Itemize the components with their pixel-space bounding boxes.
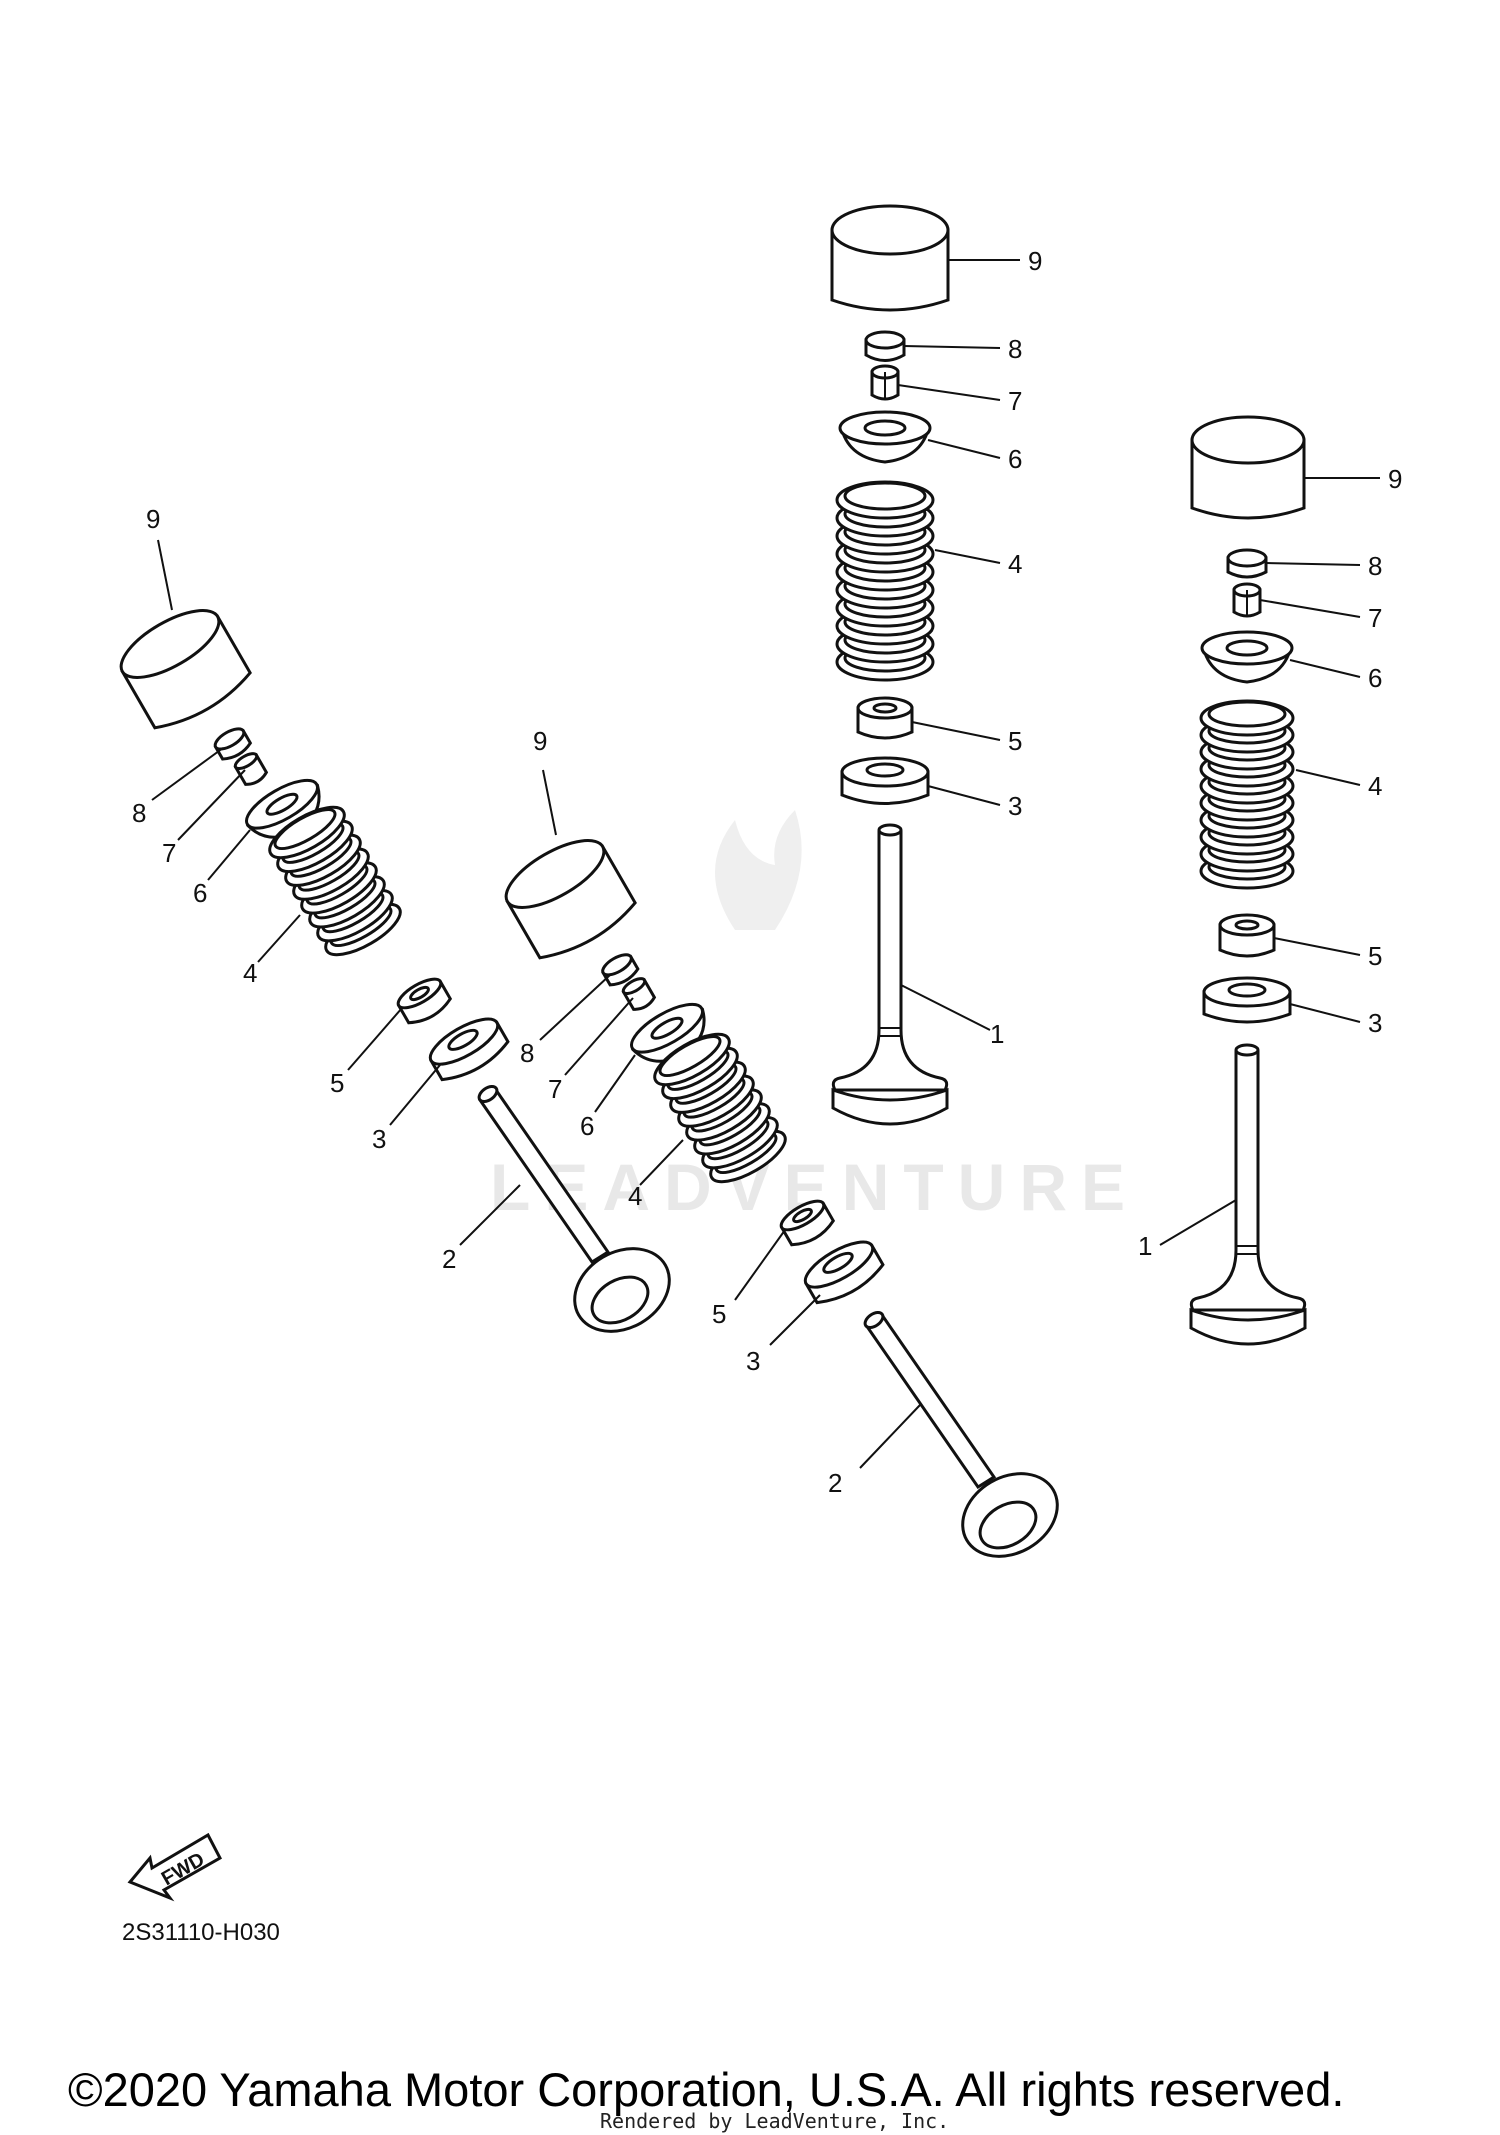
drawing-code: 2S31110-H030 [122, 1919, 280, 1946]
callout-8: 8 [132, 798, 146, 828]
valve-cotter-7 [1232, 582, 1262, 618]
valve-stack-left [119, 609, 671, 1333]
callout-2: 2 [828, 1468, 842, 1498]
valve-spring-seat-3 [840, 756, 930, 805]
valve-lifter-9 [504, 839, 637, 960]
valve-stem-seal-5 [1218, 913, 1276, 958]
valve-pad-8 [864, 330, 906, 362]
valve-spring-4 [653, 1032, 787, 1184]
valve-cotter-7 [870, 364, 900, 401]
leader-lines [151, 259, 1380, 1469]
callout-8: 8 [520, 1038, 534, 1068]
callout-4: 4 [243, 958, 257, 988]
exhaust-valve-2 [863, 1310, 1059, 1558]
valve-spring-seat-3 [1202, 976, 1292, 1024]
callout-4: 4 [1368, 771, 1382, 801]
callout-2: 2 [442, 1244, 456, 1274]
callout-3: 3 [746, 1346, 760, 1376]
valve-stack-center [830, 204, 950, 1126]
callout-6: 6 [1368, 663, 1382, 693]
callout-7: 7 [1368, 603, 1382, 633]
spring-coil-inner [843, 481, 927, 511]
callout-5: 5 [712, 1299, 726, 1329]
valve-stem-seal-5 [856, 696, 914, 740]
callout-4: 4 [1008, 549, 1022, 579]
spring-coil-inner [658, 1035, 722, 1078]
spring-coil-inner [1207, 700, 1287, 728]
valve-pad-8 [213, 727, 253, 761]
valve-spring-seat-3 [803, 1240, 885, 1305]
callout-3: 3 [1008, 791, 1022, 821]
intake-valve-1 [831, 823, 949, 1126]
callout-7: 7 [548, 1074, 562, 1104]
valve-cotter-7 [233, 752, 269, 786]
callout-1: 1 [990, 1019, 1004, 1049]
copyright-notice: ©2020 Yamaha Motor Corporation, U.S.A. A… [68, 2063, 1344, 2116]
valve-spring-4 [835, 480, 935, 682]
valve-retainer-6 [838, 410, 932, 464]
valve-retainer-6 [1200, 630, 1294, 684]
spring-coil-inner [273, 808, 337, 851]
callout-9: 9 [1028, 246, 1042, 276]
callout-6: 6 [1008, 444, 1022, 474]
callout-7: 7 [1008, 386, 1022, 416]
valve-spring-4 [1199, 699, 1295, 890]
callout-5: 5 [330, 1068, 344, 1098]
callout-3: 3 [1368, 1008, 1382, 1038]
callout-4: 4 [628, 1181, 642, 1211]
callout-1: 1 [1138, 1231, 1152, 1261]
intake-valve-1 [1189, 1043, 1307, 1346]
valve-pad-8 [1226, 548, 1268, 579]
rendered-by-credit: Rendered by LeadVenture, Inc. [600, 2109, 949, 2133]
valve-stem-seal-5 [779, 1199, 836, 1247]
callout-9: 9 [533, 726, 547, 756]
callout-8: 8 [1368, 551, 1382, 581]
callout-9: 9 [1388, 464, 1402, 494]
valve-lifter-9 [119, 609, 252, 730]
fwd-arrow-icon: FWD [127, 1832, 222, 1902]
callout-6: 6 [580, 1111, 594, 1141]
callout-7: 7 [162, 838, 176, 868]
callout-9: 9 [146, 504, 160, 534]
callout-5: 5 [1368, 941, 1382, 971]
callout-6: 6 [193, 878, 207, 908]
valve-stem-seal-5 [396, 977, 453, 1025]
valve-lifter-9 [1190, 415, 1306, 520]
valve-spring-seat-3 [428, 1017, 510, 1082]
callout-5: 5 [1008, 726, 1022, 756]
valve-spring-4 [268, 805, 402, 957]
valve-stack-middle [504, 839, 1059, 1558]
callout-8: 8 [1008, 334, 1022, 364]
exhaust-valve-2 [477, 1084, 671, 1333]
valve-lifter-9 [830, 204, 950, 312]
callout-3: 3 [372, 1124, 386, 1154]
valve-cotter-7 [621, 977, 657, 1011]
valve-stack-right [1189, 415, 1307, 1346]
valve-pad-8 [601, 953, 640, 987]
callout-labels: 9 8 7 6 4 5 3 1 9 8 7 6 4 5 3 1 9 8 7 6 … [132, 246, 1402, 1498]
